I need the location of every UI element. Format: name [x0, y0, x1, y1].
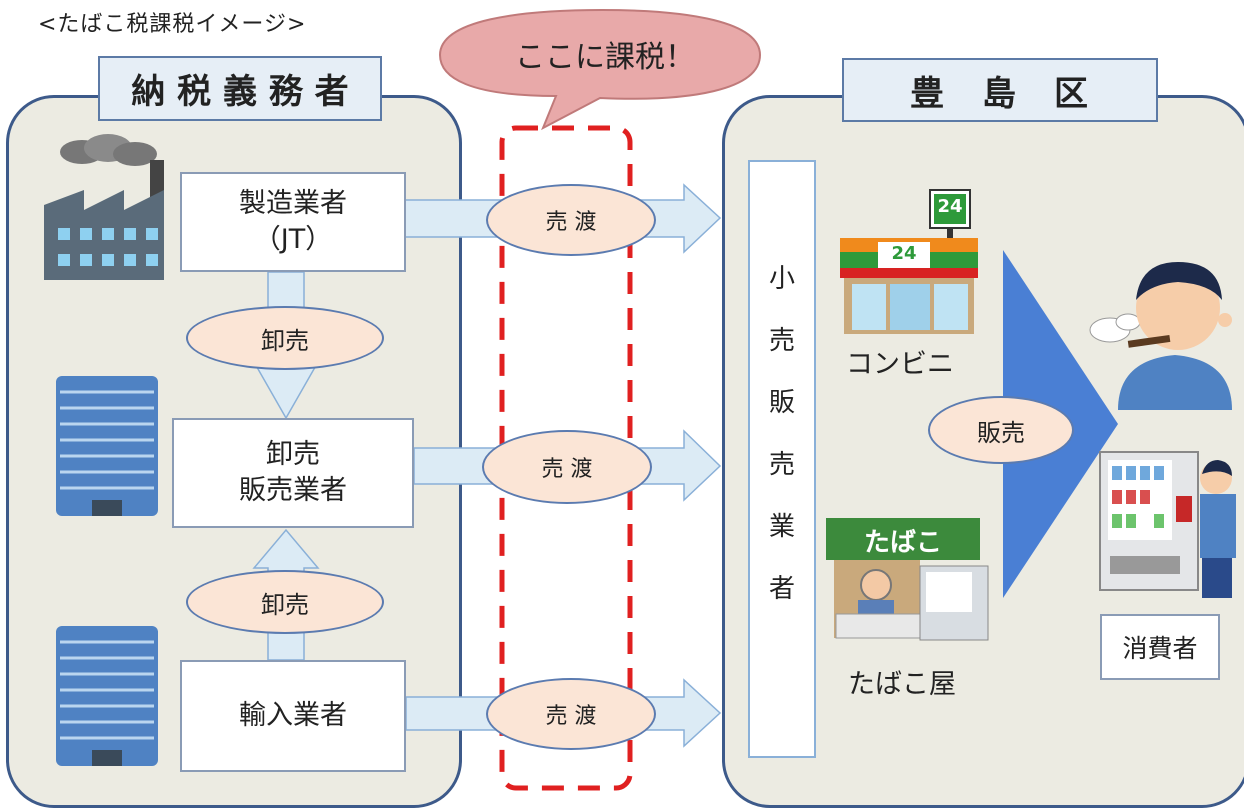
wholesale-label-1: 卸売 — [261, 326, 309, 355]
factory-icon — [44, 134, 164, 280]
wholesale-ellipse-2: 卸売 — [186, 570, 384, 634]
tobacco-shop-sign: たばこ — [863, 528, 942, 558]
smoker-icon — [1089, 262, 1232, 410]
transfer-label-2: 売 渡 — [541, 457, 593, 482]
wholesale-ellipse-1: 卸売 — [186, 306, 384, 370]
wholesaler-box: 卸売 販売業者 — [172, 418, 414, 528]
importer-box: 輸入業者 — [180, 660, 406, 772]
manufacturer-sub-label: （JT） — [253, 224, 333, 255]
wholesaler-label: 卸売 — [266, 438, 320, 470]
sale-ellipse: 販売 — [928, 396, 1074, 464]
retailer-char-5: 業 — [768, 512, 795, 542]
toshima-title: 豊 島 区 — [842, 58, 1158, 122]
tax-here-bubble-text: ここに課税！ — [515, 40, 695, 75]
retailer-char-6: 者 — [768, 574, 795, 604]
convenience-label: コンビニ — [846, 349, 954, 380]
retailer-char-2: 売 — [768, 326, 795, 356]
sale-label: 販売 — [977, 418, 1025, 447]
toshima-title-text: 豊 島 区 — [910, 73, 1090, 114]
store-sign-top: 24 — [937, 196, 963, 217]
retailer-char-1: 小 — [768, 264, 795, 294]
convenience-store-icon — [840, 189, 978, 334]
taxpayer-title-text: 納 税 義 務 者 — [131, 72, 349, 112]
diagram-caption: <たばこ税課税イメージ> — [38, 12, 307, 37]
importer-label: 輸入業者 — [239, 699, 347, 731]
store-sign-front: 24 — [891, 243, 917, 264]
consumer-box: 消費者 — [1100, 614, 1220, 680]
transfer-label-3: 売 渡 — [545, 704, 597, 729]
retailer-char-4: 売 — [768, 450, 795, 480]
taxpayer-title: 納 税 義 務 者 — [98, 56, 382, 121]
transfer-label-1: 売 渡 — [545, 210, 597, 235]
manufacturer-box: 製造業者 （JT） — [180, 172, 406, 272]
office-building-icon — [56, 376, 158, 516]
consumer-label: 消費者 — [1122, 634, 1198, 663]
vending-machine-icon — [1099, 451, 1236, 598]
retailer-char-3: 販 — [768, 388, 795, 418]
manufacturer-label: 製造業者 — [239, 187, 347, 219]
office-building-icon-2 — [56, 626, 158, 766]
wholesale-label-2: 卸売 — [261, 590, 309, 619]
transfer-ellipse-3: 売 渡 — [486, 678, 656, 750]
tobacco-shop-icon — [826, 518, 989, 641]
speech-bubble-shape — [438, 8, 762, 131]
transfer-ellipse-1: 売 渡 — [486, 184, 656, 256]
tobacco-shop-label: たばこ屋 — [848, 669, 956, 700]
transfer-ellipse-2: 売 渡 — [482, 430, 652, 504]
wholesaler-sub-label: 販売業者 — [239, 475, 347, 506]
retailer-box: 小 売 販 売 業 者 — [748, 160, 816, 758]
